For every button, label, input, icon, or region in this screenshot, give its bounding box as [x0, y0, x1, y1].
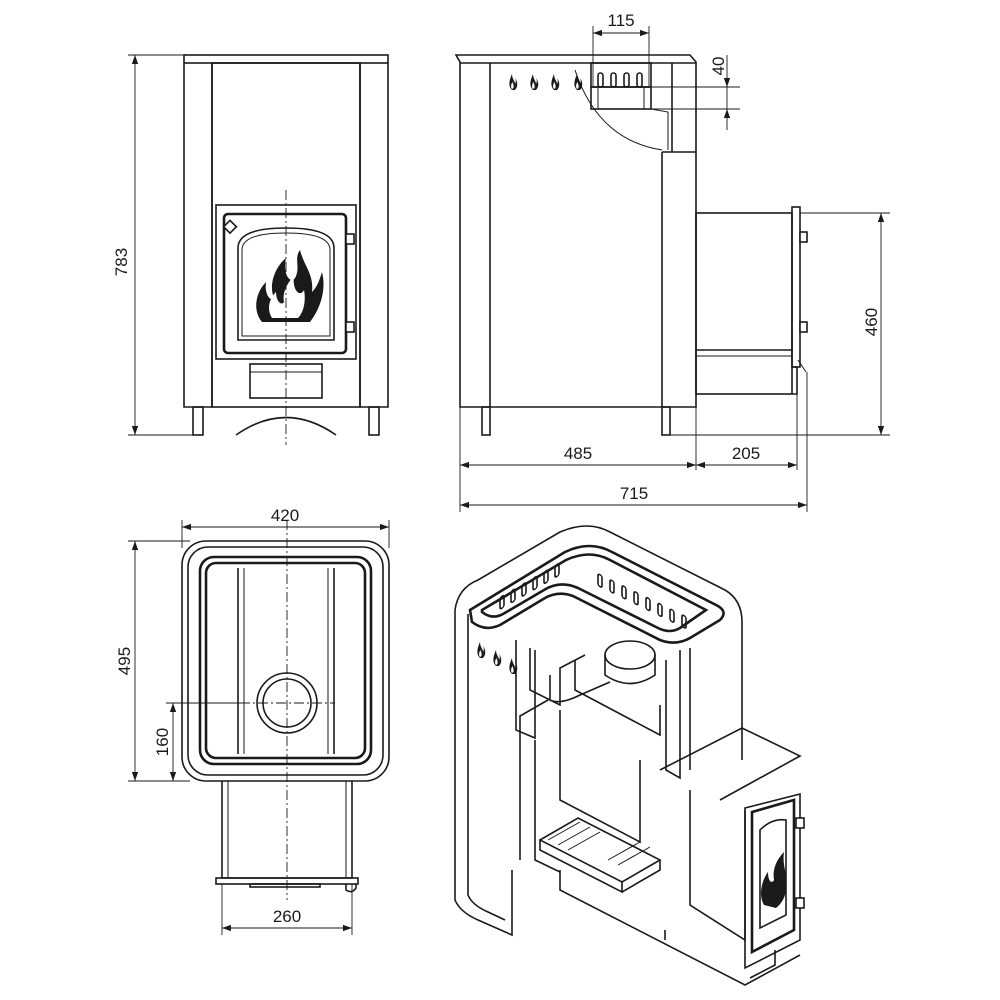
dimension-label-tunnel-width: 260: [273, 907, 301, 926]
dimension-label-tunnel-length: 205: [732, 444, 760, 463]
door-flame-icon: [256, 250, 324, 322]
dimension-chimney-height: 40: [651, 55, 740, 130]
dimension-tunnel-width: 260: [221, 884, 353, 935]
dimension-label-total-depth: 715: [620, 484, 648, 503]
dimension-label-tunnel-height: 460: [862, 308, 881, 336]
dimension-label-height: 783: [112, 248, 131, 276]
dimension-label-body-depth: 485: [564, 444, 592, 463]
flame-icon: [574, 74, 583, 90]
isometric-cutaway-view: [454, 525, 805, 986]
flame-icon: [530, 74, 539, 90]
dimension-label-top-depth: 495: [115, 647, 134, 675]
flame-icon: [551, 74, 560, 90]
dimension-chimney-width: 115: [592, 11, 650, 86]
dimension-label-chimney-height: 40: [709, 57, 728, 76]
dimension-height: 783: [112, 54, 193, 436]
flame-icon: [509, 74, 518, 90]
top-view: [181, 520, 390, 900]
dimension-label-flue-offset: 160: [153, 728, 172, 756]
top-vent-slots: [499, 563, 687, 629]
front-view: [183, 54, 389, 445]
dimension-tunnel-height: 460: [670, 212, 890, 436]
dimension-label-top-width: 420: [271, 506, 299, 525]
dimension-depths: 485 205 715: [459, 372, 808, 512]
dimension-flue-offset: 160: [153, 702, 240, 782]
flame-icon: [477, 642, 486, 658]
flame-icon: [493, 650, 502, 666]
grate: [538, 817, 662, 894]
side-view: [454, 54, 808, 436]
dimension-label-chimney-width: 115: [607, 11, 634, 30]
dimension-top-width: 420: [181, 506, 390, 548]
